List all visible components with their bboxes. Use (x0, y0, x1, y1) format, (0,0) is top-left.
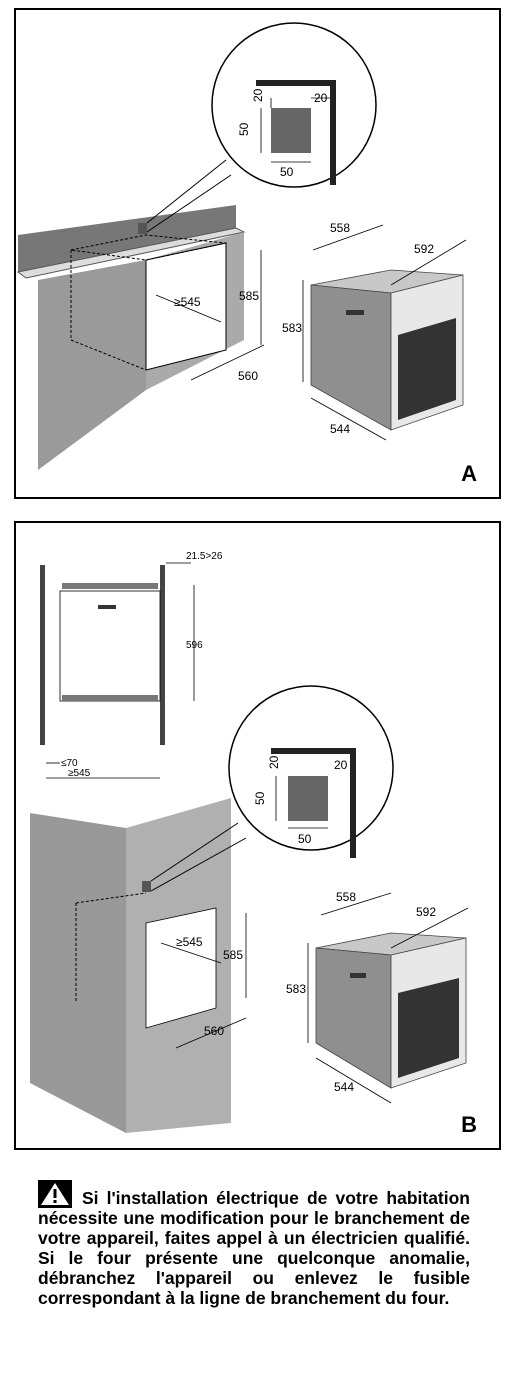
side-height: 596 (186, 640, 203, 651)
side-inset: ≤70 (61, 758, 78, 769)
oven-b-depth: 544 (334, 1080, 354, 1094)
cavity-b-depth: ≥545 (176, 935, 203, 949)
figure-panel-b: 21.5>26 596 ≤70 ≥545 20 20 50 50 ≥545 58… (14, 521, 501, 1150)
detail-b-dim-1: 20 (267, 755, 281, 769)
detail-dim-3: 50 (237, 122, 251, 136)
safety-notice: Si l'installation électrique de votre ha… (38, 1180, 470, 1308)
figure-label-b: B (461, 1112, 477, 1137)
detail-b-dim-4: 50 (298, 832, 312, 846)
tall-cabinet (30, 813, 126, 1133)
oven-b-width-1: 558 (336, 890, 356, 904)
side-gap: 21.5>26 (186, 551, 223, 562)
detail-dim-4: 50 (280, 165, 294, 179)
oven-depth: 544 (330, 422, 350, 436)
oven-b-width-2: 592 (416, 905, 436, 919)
electrical-box (138, 223, 147, 234)
warning-triangle-icon (38, 1180, 72, 1208)
oven-width-2: 592 (414, 242, 434, 256)
figure-label-a: A (461, 461, 477, 486)
installation-drawing-a: 20 20 50 50 ≥545 585 560 558 592 583 544 (16, 22, 467, 470)
oven-height: 583 (282, 321, 302, 335)
notice-text: Si l'installation électrique de votre ha… (38, 1188, 470, 1308)
zoom-detail-b (228, 685, 394, 851)
cavity-width: 560 (238, 369, 258, 383)
oven-width-1: 558 (330, 221, 350, 235)
cavity-depth: ≥545 (174, 295, 201, 309)
detail-b-dim-3: 50 (253, 791, 267, 805)
cavity-b-width: 560 (204, 1024, 224, 1038)
figure-panel-a: 20 20 50 50 ≥545 585 560 558 592 583 544… (14, 8, 501, 499)
installation-drawing-b: 21.5>26 596 ≤70 ≥545 20 20 50 50 ≥545 58… (30, 551, 469, 1133)
detail-dim-2: 20 (314, 91, 328, 105)
side-depth: ≥545 (68, 768, 91, 779)
detail-dim-1: 20 (251, 88, 265, 102)
oven-b-height: 583 (286, 982, 306, 996)
cavity-b-height: 585 (223, 948, 243, 962)
cabinet-side (38, 260, 146, 470)
detail-b-dim-2: 20 (334, 758, 348, 772)
oven-side-view (59, 590, 161, 702)
cavity-height: 585 (239, 289, 259, 303)
